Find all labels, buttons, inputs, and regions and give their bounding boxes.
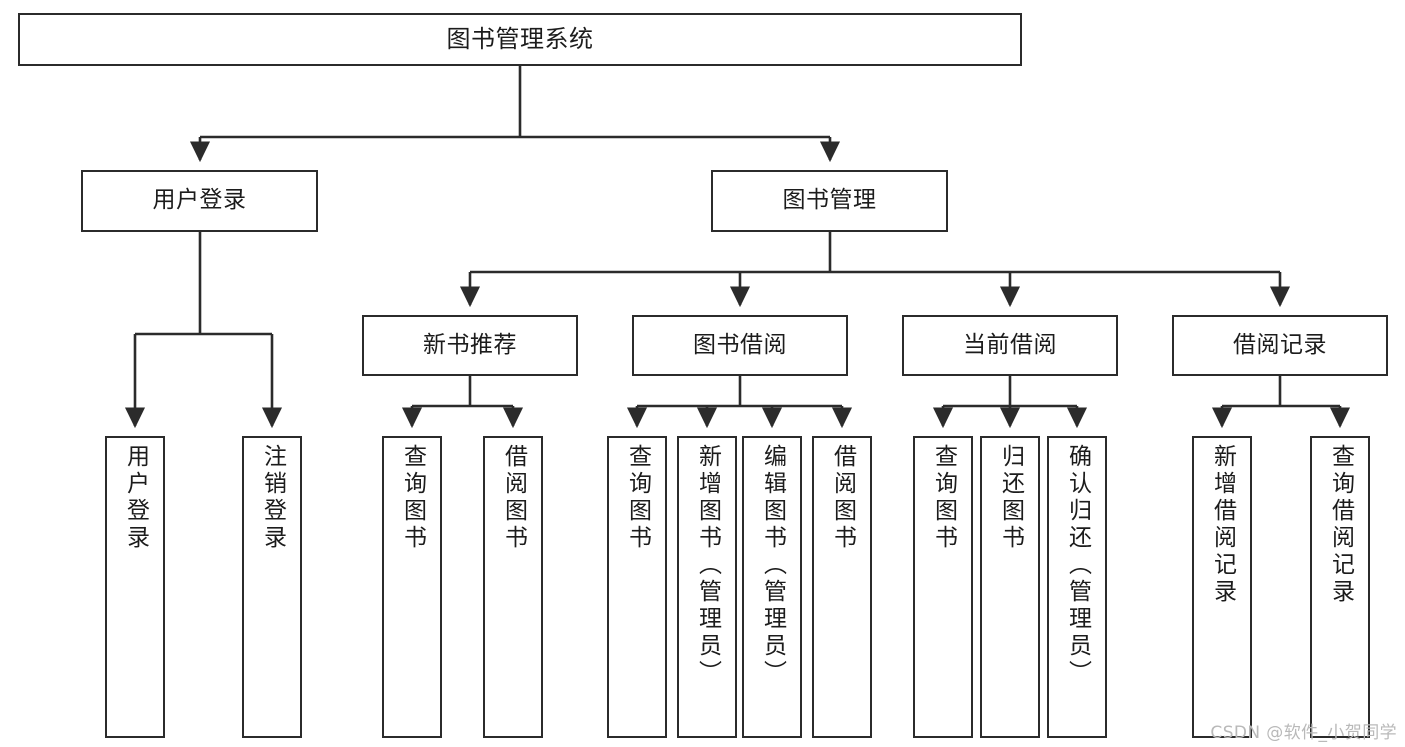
node-leaf-edit-book-admin[interactable]: 编辑图书（管理员） [742, 436, 802, 738]
node-book-borrowing[interactable]: 图书借阅 [632, 315, 848, 376]
node-label: 新增借阅记录 [1209, 444, 1236, 606]
node-leaf-query-books-current[interactable]: 查询图书 [913, 436, 973, 738]
node-leaf-return-books[interactable]: 归还图书 [980, 436, 1040, 738]
node-label: 借阅记录 [1233, 331, 1327, 358]
node-label: 图书管理系统 [446, 25, 594, 54]
node-label: 借阅图书 [829, 444, 856, 552]
node-book-management-system[interactable]: 图书管理系统 [18, 13, 1022, 66]
node-leaf-query-borrow-record[interactable]: 查询借阅记录 [1310, 436, 1370, 738]
node-label: 新书推荐 [423, 331, 517, 358]
node-leaf-add-book-admin[interactable]: 新增图书（管理员） [677, 436, 737, 738]
node-leaf-confirm-return-admin[interactable]: 确认归还（管理员） [1047, 436, 1107, 738]
node-label: 查询借阅记录 [1327, 444, 1354, 606]
node-label: 确认归还（管理员） [1064, 444, 1091, 687]
node-leaf-borrow-books[interactable]: 借阅图书 [812, 436, 872, 738]
node-label: 用户登录 [152, 187, 247, 214]
node-label: 查询图书 [930, 444, 957, 552]
node-user-login[interactable]: 用户登录 [81, 170, 318, 232]
node-label: 图书管理 [782, 187, 877, 214]
node-leaf-add-borrow-record[interactable]: 新增借阅记录 [1192, 436, 1252, 738]
node-borrowing-records[interactable]: 借阅记录 [1172, 315, 1388, 376]
node-label: 借阅图书 [500, 444, 527, 552]
node-leaf-query-books-recommend[interactable]: 查询图书 [382, 436, 442, 738]
node-label: 归还图书 [997, 444, 1024, 552]
node-label: 查询图书 [624, 444, 651, 552]
node-leaf-query-books-borrow[interactable]: 查询图书 [607, 436, 667, 738]
node-label: 新增图书（管理员） [694, 444, 721, 687]
node-new-book-recommendation[interactable]: 新书推荐 [362, 315, 578, 376]
node-label: 当前借阅 [963, 331, 1057, 358]
node-leaf-user-login[interactable]: 用户登录 [105, 436, 165, 738]
node-label: 查询图书 [399, 444, 426, 552]
node-label: 图书借阅 [693, 331, 787, 358]
node-leaf-logout[interactable]: 注销登录 [242, 436, 302, 738]
node-book-management[interactable]: 图书管理 [711, 170, 948, 232]
node-current-borrowing[interactable]: 当前借阅 [902, 315, 1118, 376]
node-label: 编辑图书（管理员） [759, 444, 786, 687]
node-label: 注销登录 [259, 444, 286, 552]
node-label: 用户登录 [122, 444, 149, 552]
node-leaf-borrow-books-recommend[interactable]: 借阅图书 [483, 436, 543, 738]
csdn-watermark: CSDN @软件_小贺同学 [1210, 723, 1397, 743]
